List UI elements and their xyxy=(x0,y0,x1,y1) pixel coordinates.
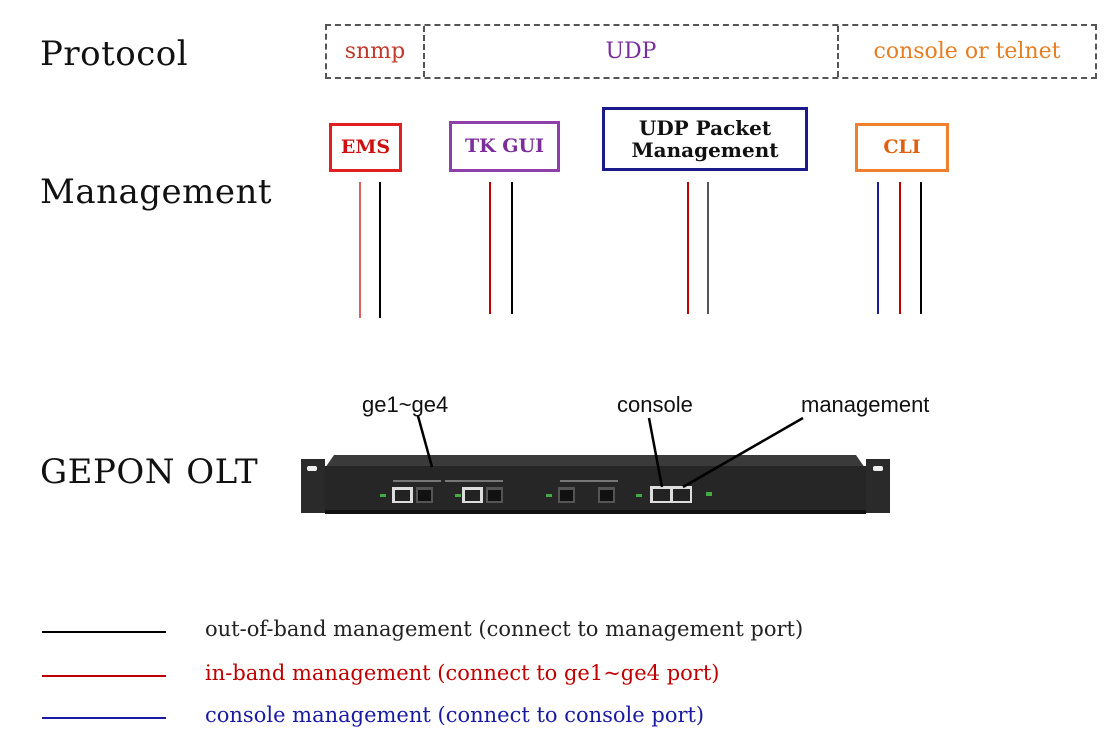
console-pointer xyxy=(647,417,664,488)
console-callout: console xyxy=(617,392,693,417)
tk-gui-box: TK GUI xyxy=(449,121,560,172)
protocol-label: Protocol xyxy=(40,34,189,74)
legend-line-console xyxy=(42,717,166,719)
udp-packet-box-line1: UDP Packet xyxy=(638,116,772,140)
gepon-olt-label: GEPON OLT xyxy=(40,452,259,492)
ge-ports-pointer xyxy=(416,415,434,468)
olt-device-image xyxy=(301,455,890,514)
legend-text-console: console management (connect to console p… xyxy=(205,703,705,727)
management-label: Management xyxy=(40,172,273,212)
ems-box-label: EMS xyxy=(340,136,391,159)
management-pointer xyxy=(682,416,804,489)
protocol-row: snmp UDP console or telnet xyxy=(325,24,1097,79)
legend-line-out-of-band xyxy=(42,631,166,633)
ems-box: EMS xyxy=(329,123,402,172)
protocol-divider xyxy=(837,26,839,77)
legend-text-out-of-band: out-of-band management (connect to manag… xyxy=(205,617,804,641)
udp-packet-box-line2: Management xyxy=(631,138,779,162)
cli-box-label: CLI xyxy=(883,136,921,159)
ge-ports-callout: ge1~ge4 xyxy=(362,392,449,417)
tk-gui-box-label: TK GUI xyxy=(465,135,544,158)
protocol-udp: UDP xyxy=(605,39,657,64)
legend-line-in-band xyxy=(42,675,166,677)
udp-packet-management-box: UDP Packet Management xyxy=(602,107,808,171)
legend-text-in-band: in-band management (connect to ge1~ge4 p… xyxy=(205,661,720,685)
management-callout: management xyxy=(801,392,930,417)
protocol-divider xyxy=(423,26,425,77)
protocol-console-telnet: console or telnet xyxy=(873,39,1061,64)
protocol-snmp: snmp xyxy=(344,39,406,64)
cli-box: CLI xyxy=(855,123,949,172)
